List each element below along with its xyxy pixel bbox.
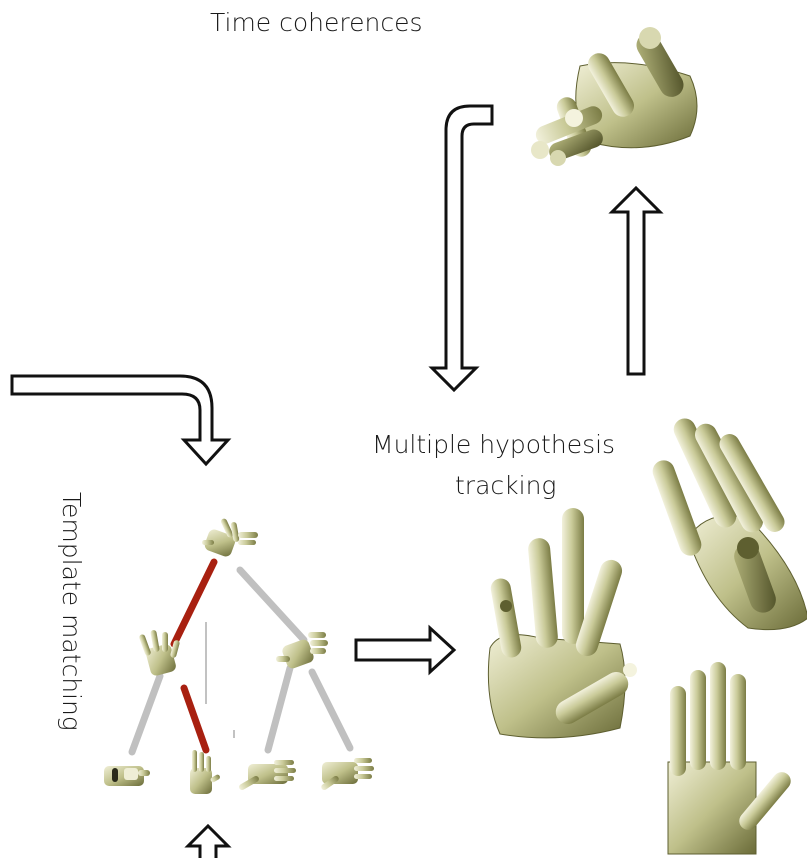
hand-model-center-icon: [488, 508, 637, 738]
hooked-arrow-time: [432, 106, 492, 390]
right-arrow-middle: [356, 628, 454, 672]
tree-edge-gray-left: [132, 676, 160, 752]
label-tracking: tracking: [455, 471, 556, 500]
tree-hand-root-icon: [202, 518, 258, 558]
hooked-arrow-left: [12, 376, 228, 464]
tree-edge-gray-rl: [268, 668, 290, 750]
tree-edge-gray-rr: [312, 672, 350, 748]
tree-hand-leaf-4-icon: [320, 758, 374, 791]
hand-model-bottom-right-icon: [668, 662, 794, 854]
label-time-coherences: Time coherences: [210, 8, 423, 37]
hand-model-right-upper-icon: [650, 415, 807, 630]
tree-edge-gray-right: [240, 570, 304, 640]
tree-hand-leaf-1-icon: [104, 766, 150, 786]
tree-hand-leaf-2-icon: [190, 750, 221, 794]
label-multiple-hypothesis: Multiple hypothesis: [372, 430, 615, 459]
up-arrow-bottom: [188, 826, 228, 858]
hand-model-top-icon: [531, 27, 697, 166]
tree-edge-red-upper: [174, 562, 214, 644]
tree-hand-leaf-3-icon: [238, 760, 296, 791]
tree-edge-red-lower: [184, 688, 206, 750]
label-template-matching: Template matching: [57, 492, 86, 731]
up-arrow-right: [612, 188, 660, 374]
